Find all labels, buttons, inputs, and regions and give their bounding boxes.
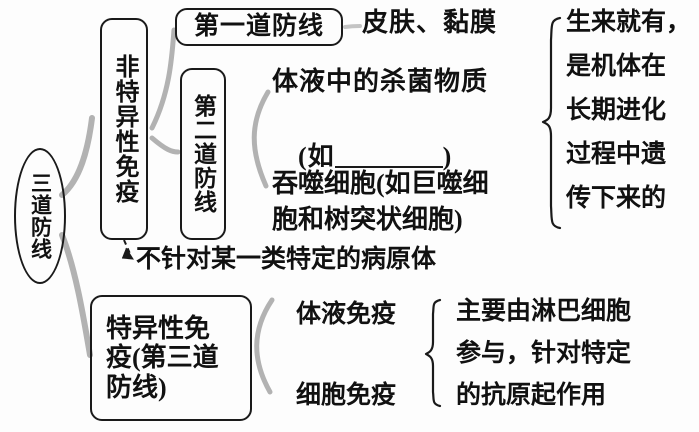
node-specific-immunity-label-1: 特异性免 <box>106 314 211 344</box>
item-phagocyte-line2: 胞和树突状细胞) <box>272 205 463 234</box>
connector-root-to-nonspecific <box>59 115 95 198</box>
note-not-targeting-specific-pathogen: 不针对某一类特定的病原体 <box>136 246 437 273</box>
desc-nonspecific-line-2: 是机体在 <box>566 53 667 80</box>
node-second-defense-line-label: 第二道防线 <box>190 94 216 214</box>
desc-specific-line-3: 的抗原起作用 <box>456 382 607 409</box>
item-humoral-bactericidal-substance: 体液中的杀菌物质 <box>272 67 489 96</box>
blank-suffix: ) <box>442 142 453 172</box>
node-first-defense-line[interactable]: 第一道防线 <box>175 8 343 46</box>
desc-specific-line-2: 参与，针对特定 <box>456 340 632 367</box>
connector-specific-to-items <box>254 297 275 395</box>
item-skin-mucous-membrane: 皮肤、黏膜 <box>362 8 498 37</box>
desc-nonspecific-line-5: 传下来的 <box>566 185 667 212</box>
item-phagocyte-line1: 吞噬细胞(如巨噬细 <box>272 169 489 198</box>
connector-nonspecific-to-line1 <box>149 27 177 131</box>
item-humoral-immunity: 体液免疫 <box>296 301 397 328</box>
node-second-defense-line[interactable]: 第二道防线 <box>180 68 226 240</box>
node-specific-immunity-label-2: 疫(第三道 <box>106 343 219 373</box>
desc-nonspecific-line-4: 过程中遗 <box>566 141 667 168</box>
answer-blank-line[interactable] <box>334 166 443 169</box>
item-example-blank-row: (如) <box>268 110 452 204</box>
blank-prefix: (如 <box>298 142 335 172</box>
desc-nonspecific-line-1: 生来就有， <box>566 9 692 36</box>
brace-specific <box>424 298 442 408</box>
node-nonspecific-immunity[interactable]: 非特异性免疫 <box>100 18 148 240</box>
node-specific-immunity-label-3: 防线) <box>106 372 167 402</box>
connector-line1-to-item <box>343 24 362 29</box>
node-first-defense-line-label: 第一道防线 <box>193 13 324 40</box>
root-node-label: 三道防线 <box>28 172 53 260</box>
node-specific-immunity[interactable]: 特异性免 疫(第三道 防线) <box>90 295 252 421</box>
dashed-arrow-note <box>123 239 132 257</box>
node-nonspecific-immunity-label: 非特异性免疫 <box>111 54 137 204</box>
connector-nonspecific-to-line2 <box>149 135 181 155</box>
connector-root-to-specific <box>59 232 93 358</box>
dashed-arrow-head <box>121 247 134 260</box>
desc-specific-line-1: 主要由淋巴细胞 <box>456 298 632 325</box>
item-cellular-immunity: 细胞免疫 <box>296 382 397 409</box>
brace-nonspecific <box>541 16 562 230</box>
desc-nonspecific-line-3: 长期进化 <box>566 97 667 124</box>
connector-line2-to-items <box>251 89 271 189</box>
root-node-three-defense-lines[interactable]: 三道防线 <box>14 148 66 284</box>
